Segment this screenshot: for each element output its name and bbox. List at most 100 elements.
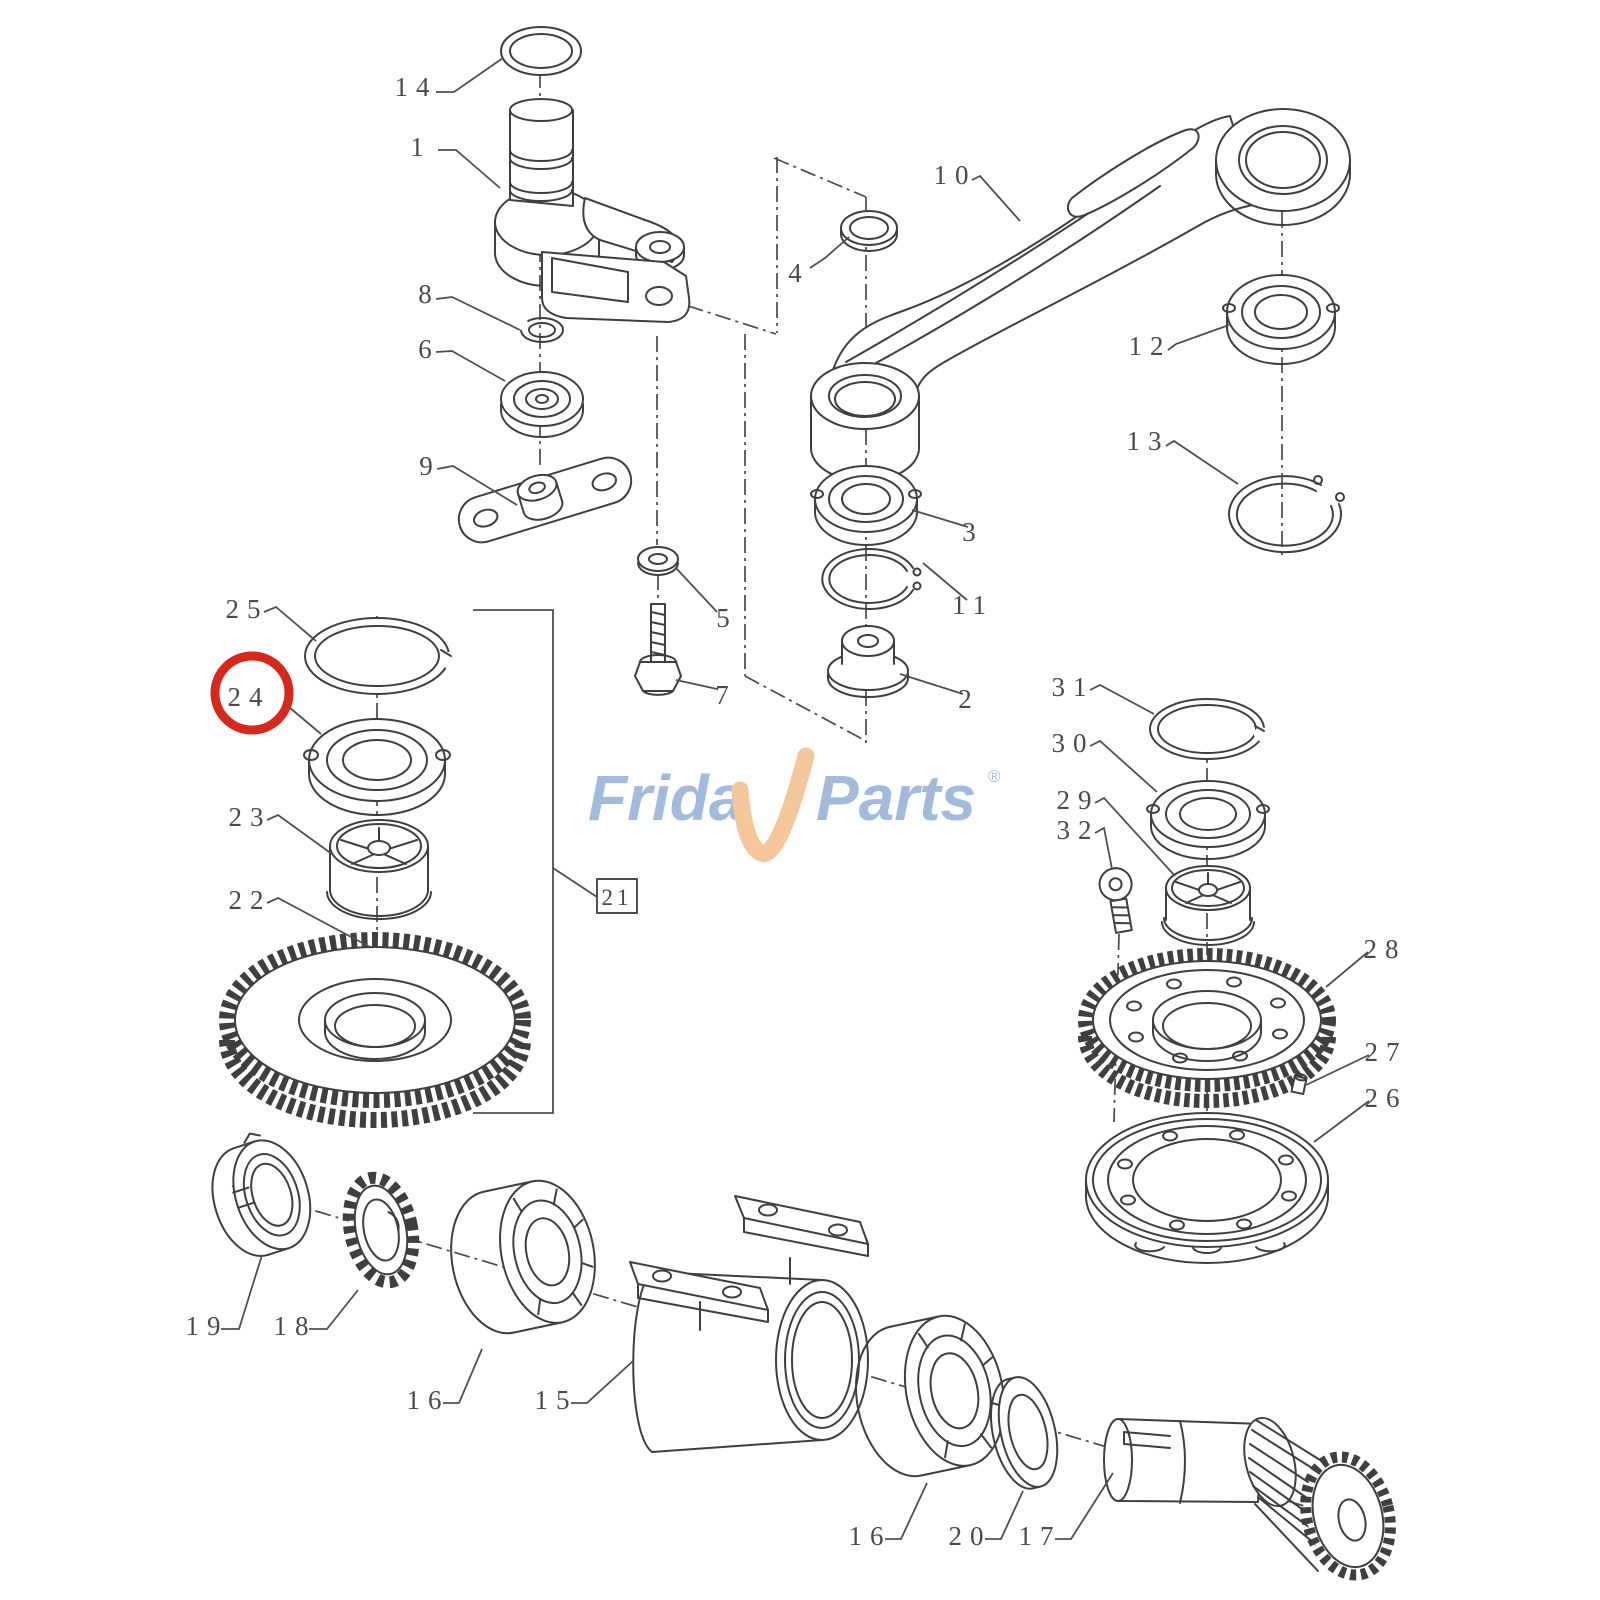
part-label-31: 31 [1052, 672, 1095, 702]
part-label-7: 7 [715, 680, 737, 710]
part-label-13: 13 [1127, 426, 1170, 456]
part-16a-bearing-drawing [450, 1179, 596, 1335]
callout-8: 8 [418, 279, 521, 331]
callout-16b: 16 [849, 1482, 928, 1551]
part-label-17: 17 [1019, 1521, 1062, 1551]
part-6-bearing-drawing [500, 371, 584, 438]
callout-26: 26 [1313, 1083, 1408, 1143]
part-3-bearing-drawing [810, 465, 922, 546]
part-label-16a: 16 [407, 1385, 450, 1415]
part-27-pin-drawing [1290, 1072, 1308, 1096]
part-8-snapring-drawing [516, 317, 564, 343]
part-label-5: 5 [716, 603, 738, 633]
part-label-26: 26 [1365, 1083, 1408, 1113]
part-15-housing-drawing [629, 1195, 869, 1453]
part-25-snapring-drawing [304, 617, 456, 695]
part-19-locknut-drawing [211, 1132, 312, 1257]
part-label-28: 28 [1364, 934, 1407, 964]
callout-17: 17 [1019, 1472, 1114, 1551]
part-13-snapring-drawing [1228, 475, 1345, 554]
callout-9: 9 [419, 451, 518, 506]
part-label-9: 9 [419, 451, 441, 481]
callout-20: 20 [949, 1490, 1024, 1551]
part-28-gear-drawing [1078, 948, 1336, 1108]
highlight-circle [210, 651, 294, 735]
callout-27: 27 [1303, 1037, 1408, 1087]
part-21-bracket [473, 609, 638, 1114]
callout-11: 11 [922, 562, 994, 620]
callout-4: 4 [788, 236, 850, 288]
part-29-hub-drawing [1161, 865, 1255, 946]
part-16b-bearing-drawing [855, 1314, 1005, 1478]
part-32-bolt-drawing [1098, 867, 1133, 934]
part-14-oring-drawing [500, 26, 582, 76]
callout-10: 10 [934, 160, 1021, 222]
part-label-20: 20 [949, 1521, 992, 1551]
callout-18: 18 [274, 1289, 359, 1341]
part-11-snapring-drawing [821, 548, 922, 610]
part-9-link-drawing [457, 456, 633, 544]
part-label-4: 4 [788, 258, 810, 288]
part-5-washer-drawing [637, 546, 679, 576]
logo-text-right: Parts [816, 762, 976, 834]
callout-6: 6 [418, 334, 506, 382]
part-label-3: 3 [962, 517, 984, 547]
callout-22: 22 [229, 885, 371, 948]
part-label-23: 23 [229, 802, 272, 832]
callout-19: 19 [186, 1254, 263, 1341]
part-30-bearing-drawing [1146, 780, 1270, 860]
callout-24: 24 [228, 682, 322, 735]
part-label-15: 15 [535, 1385, 578, 1415]
callout-13: 13 [1127, 426, 1239, 485]
logo-text-left: Frida [588, 762, 744, 834]
part-label-30: 30 [1052, 728, 1095, 758]
part-12-bearing-drawing [1222, 274, 1340, 365]
callout-21: 21 [602, 885, 633, 910]
part-label-6: 6 [418, 334, 440, 364]
part-24-bearing-drawing [303, 718, 451, 816]
part-4-ring-drawing [840, 210, 898, 252]
callout-23: 23 [229, 802, 333, 855]
part-18-lockwasher-drawing [342, 1171, 420, 1289]
part-label-22: 22 [229, 885, 272, 915]
part-1-lever-drawing [494, 98, 691, 323]
part-label-11: 11 [952, 590, 994, 620]
part-label-1: 1 [410, 132, 432, 162]
part-label-10: 10 [934, 160, 977, 190]
part-label-12: 12 [1129, 331, 1172, 361]
callout-14: 14 [395, 57, 504, 102]
part-label-25: 25 [226, 594, 269, 624]
callout-25: 25 [226, 594, 317, 642]
part-7-bolt-drawing [634, 603, 682, 696]
callout-31: 31 [1052, 672, 1155, 715]
part-2-bushing-drawing [827, 625, 909, 698]
part-17-pinion-drawing [1103, 1416, 1396, 1581]
part-label-21: 21 [602, 885, 633, 910]
part-22-gear-drawing [219, 932, 531, 1128]
callout-1: 1 [410, 132, 501, 189]
callout-2: 2 [899, 673, 980, 714]
part-label-8: 8 [418, 279, 440, 309]
callout-28: 28 [1325, 934, 1407, 988]
part-label-32: 32 [1057, 815, 1100, 845]
part-label-16b: 16 [849, 1521, 892, 1551]
callout-5: 5 [675, 567, 738, 633]
fridayparts-logo: Frida Parts ® [588, 747, 1001, 863]
part-10-arm-drawing [810, 108, 1351, 482]
callouts: 14 1 8 6 9 4 10 12 13 5 7 3 11 2 25 24 2… [186, 57, 1408, 1551]
callout-7: 7 [675, 679, 737, 710]
part-label-27: 27 [1365, 1037, 1408, 1067]
callout-32: 32 [1057, 815, 1113, 870]
callout-30: 30 [1052, 728, 1158, 793]
callout-15: 15 [535, 1360, 634, 1415]
logo-registered-mark: ® [988, 767, 1001, 786]
part-label-2: 2 [958, 684, 980, 714]
part-label-14: 14 [395, 72, 438, 102]
logo-check-icon [731, 747, 815, 863]
callout-3: 3 [911, 509, 984, 547]
callout-12: 12 [1129, 324, 1230, 361]
part-26-retainer-drawing [1085, 1112, 1329, 1264]
part-23-hub-drawing [326, 819, 432, 920]
